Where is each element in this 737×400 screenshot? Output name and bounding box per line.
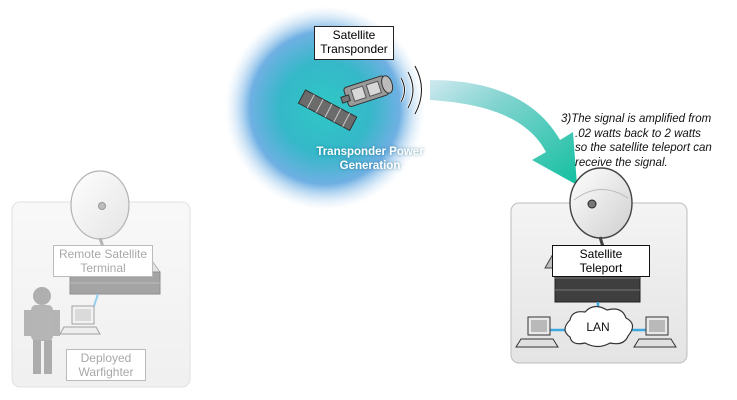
transponder-power-caption: Transponder Power Generation (285, 145, 455, 173)
remote-terminal-label-line1: Remote Satellite (58, 247, 148, 261)
step-3-note-line: .02 watts back to 2 watts (575, 127, 701, 140)
downlink-arrow (430, 80, 577, 185)
remote-terminal-label-line2: Terminal (80, 261, 126, 275)
step-3-note-line: so the satellite teleport can (575, 142, 712, 154)
teleport-site (510, 167, 688, 364)
step-3-note-line: 3)The signal is amplified from (561, 113, 712, 125)
satellite-transponder-label-line1: Satellite (332, 28, 376, 42)
satellite-transponder-label: Satellite Transponder (314, 26, 394, 60)
step-3-note: 3)The signal is amplified from .02 watts… (561, 112, 737, 170)
remote-terminal-label: Remote Satellite Terminal (53, 245, 153, 277)
deployed-warfighter-label-line1: Deployed (80, 351, 132, 365)
lan-cloud-icon (564, 305, 634, 348)
remote-dish-icon (70, 170, 130, 251)
satellite-transponder-label-line2: Transponder (320, 42, 388, 56)
satellite-teleport-label: Satellite Teleport (552, 245, 650, 277)
satellite-teleport-label-line1: Satellite (579, 247, 623, 261)
satellite-teleport-label-line2: Teleport (579, 261, 623, 275)
teleport-computer-left-icon (515, 316, 559, 348)
step-3-note-line: receive the signal. (575, 156, 668, 169)
deployed-warfighter-label-line2: Warfighter (78, 365, 134, 379)
transponder-power-caption-line2: Generation (339, 160, 401, 172)
transponder-power-caption-line1: Transponder Power (316, 146, 424, 158)
deployed-warfighter-label: Deployed Warfighter (66, 349, 146, 381)
warfighter-icon (24, 287, 60, 374)
teleport-computer-right-icon (633, 316, 677, 348)
remote-computer-icon (59, 305, 101, 335)
satellite-icon (297, 65, 423, 132)
lan-label: LAN (586, 320, 610, 334)
